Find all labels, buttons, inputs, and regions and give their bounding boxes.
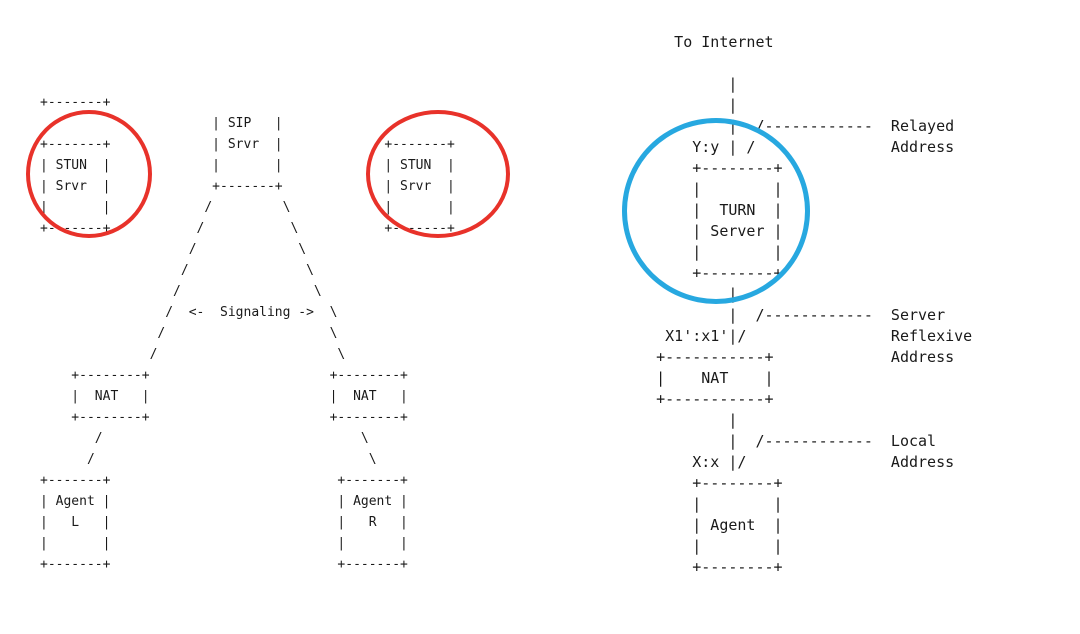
turn-relay-diagram: To Internet | | | /------------ Relayed … [656, 33, 973, 576]
stun-server-right-highlight [366, 110, 510, 238]
stun-server-left-highlight [26, 110, 152, 238]
turn-server-highlight [622, 118, 810, 304]
